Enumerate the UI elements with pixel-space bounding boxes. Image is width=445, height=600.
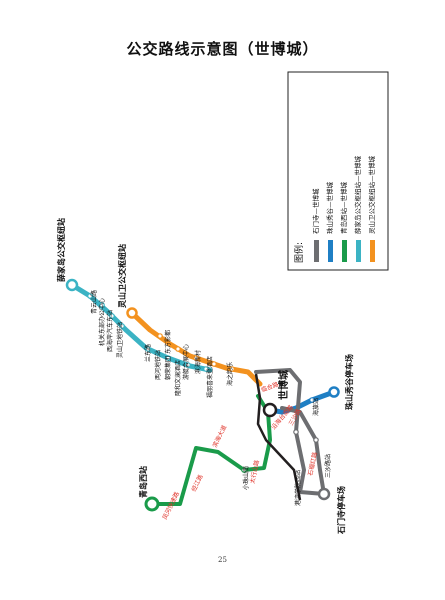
stop-dot (145, 346, 151, 352)
legend-label: 青岛西站—世博城 (339, 182, 348, 235)
terminal-shibocheng-marker (262, 402, 278, 418)
route-green (150, 394, 272, 506)
stop-dot (313, 437, 319, 443)
stop-dot (87, 293, 93, 299)
route-gray (254, 368, 326, 496)
stop-label: 青云山路 (90, 290, 98, 314)
terminal-xuejiadao-marker (65, 278, 79, 292)
page-number: 25 (218, 556, 227, 564)
stop-label: 两河地铁站 (154, 350, 162, 380)
stop-label: 港湾学院西站 (294, 470, 302, 506)
legend-item: 薛家岛公交枢纽站—世博城 (353, 156, 362, 262)
stop-dot (185, 362, 191, 368)
legend: 图例: 石门寺—世博城珠山秀谷—世博城青岛西站—世博城薛家岛公交枢纽站—世博城灵… (287, 71, 389, 271)
label-shibocheng: 世博城 (277, 370, 290, 400)
page-title: 公交路线示意图（世博城） (126, 40, 319, 58)
stop-dots (87, 293, 319, 473)
legend-swatch (342, 240, 347, 262)
stop-label: 福朋喜来登酒店 (206, 356, 214, 398)
stop-dot (241, 467, 247, 473)
terminal-shimensi-marker (317, 487, 331, 501)
stop-dot (193, 355, 199, 361)
stop-dot (203, 366, 209, 372)
legend-swatch (370, 240, 375, 262)
stop-dot (229, 366, 235, 372)
stop-label: 海之韵乐 (226, 362, 234, 386)
road-label-jingjiang: 经江路 (190, 473, 205, 493)
legend-item: 石门寺—世博城 (311, 188, 320, 262)
stop-dot (293, 429, 299, 435)
stop-dot (157, 333, 163, 339)
stop-dot (99, 302, 105, 308)
stop-label: 游艇会展中心 (182, 344, 190, 380)
road-label-shiliu: 石榴红路 (306, 451, 319, 476)
stop-dot (175, 346, 181, 352)
legend-frame (287, 71, 389, 271)
legend-title: 图例: (293, 242, 305, 263)
label-shimensi: 石门寺停车场 (336, 486, 346, 535)
route-black (254, 373, 302, 501)
stop-label: 西海岸汽车东站 (106, 310, 114, 352)
stop-label: 隆和文澜酒店 (174, 360, 182, 396)
stop-label: 三沙路站 (324, 454, 332, 478)
stop-label: 小珠山南 (242, 466, 250, 490)
stop-dot (165, 355, 171, 361)
stop-label: 东方影都 (164, 330, 172, 354)
stop-dot (309, 397, 315, 403)
stop-label: 海旅站 (312, 398, 320, 416)
stop-label: 朝荣集团 (164, 356, 172, 380)
label-zhushan: 珠山秀谷停车场 (344, 354, 354, 410)
legend-label: 薛家岛公交枢纽站—世博城 (353, 156, 362, 235)
legend-swatch (328, 240, 333, 262)
stop-dot (119, 323, 125, 329)
legend-label: 珠山秀谷—世博城 (325, 182, 334, 235)
road-label-taihang: 太行山路 (248, 459, 261, 484)
route-orange (129, 310, 263, 387)
road-label-linghe: 临合路 (260, 380, 280, 394)
stop-label: 灵山卫地铁站 (116, 322, 124, 358)
terminal-zhushan-marker (328, 386, 340, 398)
road-label-binhai: 滨海大道 (211, 424, 229, 449)
legend-swatch (356, 240, 361, 262)
stop-dot (211, 361, 217, 367)
legend-item: 珠山秀谷—世博城 (325, 182, 334, 262)
terminal-qingdao-west-marker (144, 496, 160, 512)
stop-dot (109, 313, 115, 319)
label-lingshanwei: 灵山卫公交枢纽站 (117, 244, 127, 309)
legend-label: 石门寺—世博城 (311, 188, 320, 234)
label-qingdao-west: 青岛西站 (138, 466, 148, 498)
legend-label: 灵山卫公交枢纽站—世博城 (367, 156, 376, 235)
stop-label: 滨海新村 (194, 350, 202, 374)
legend-item: 青岛西站—世博城 (339, 182, 348, 262)
stop-label: 机关东部办公中心 (98, 298, 106, 346)
terminal-lingshanwei-marker (126, 307, 138, 319)
label-xuejiadao: 薛家岛公交枢纽站 (56, 218, 66, 282)
legend-item: 灵山卫公交枢纽站—世博城 (367, 156, 376, 262)
legend-swatch (314, 240, 319, 262)
stop-label: 兰东路 (144, 344, 152, 362)
